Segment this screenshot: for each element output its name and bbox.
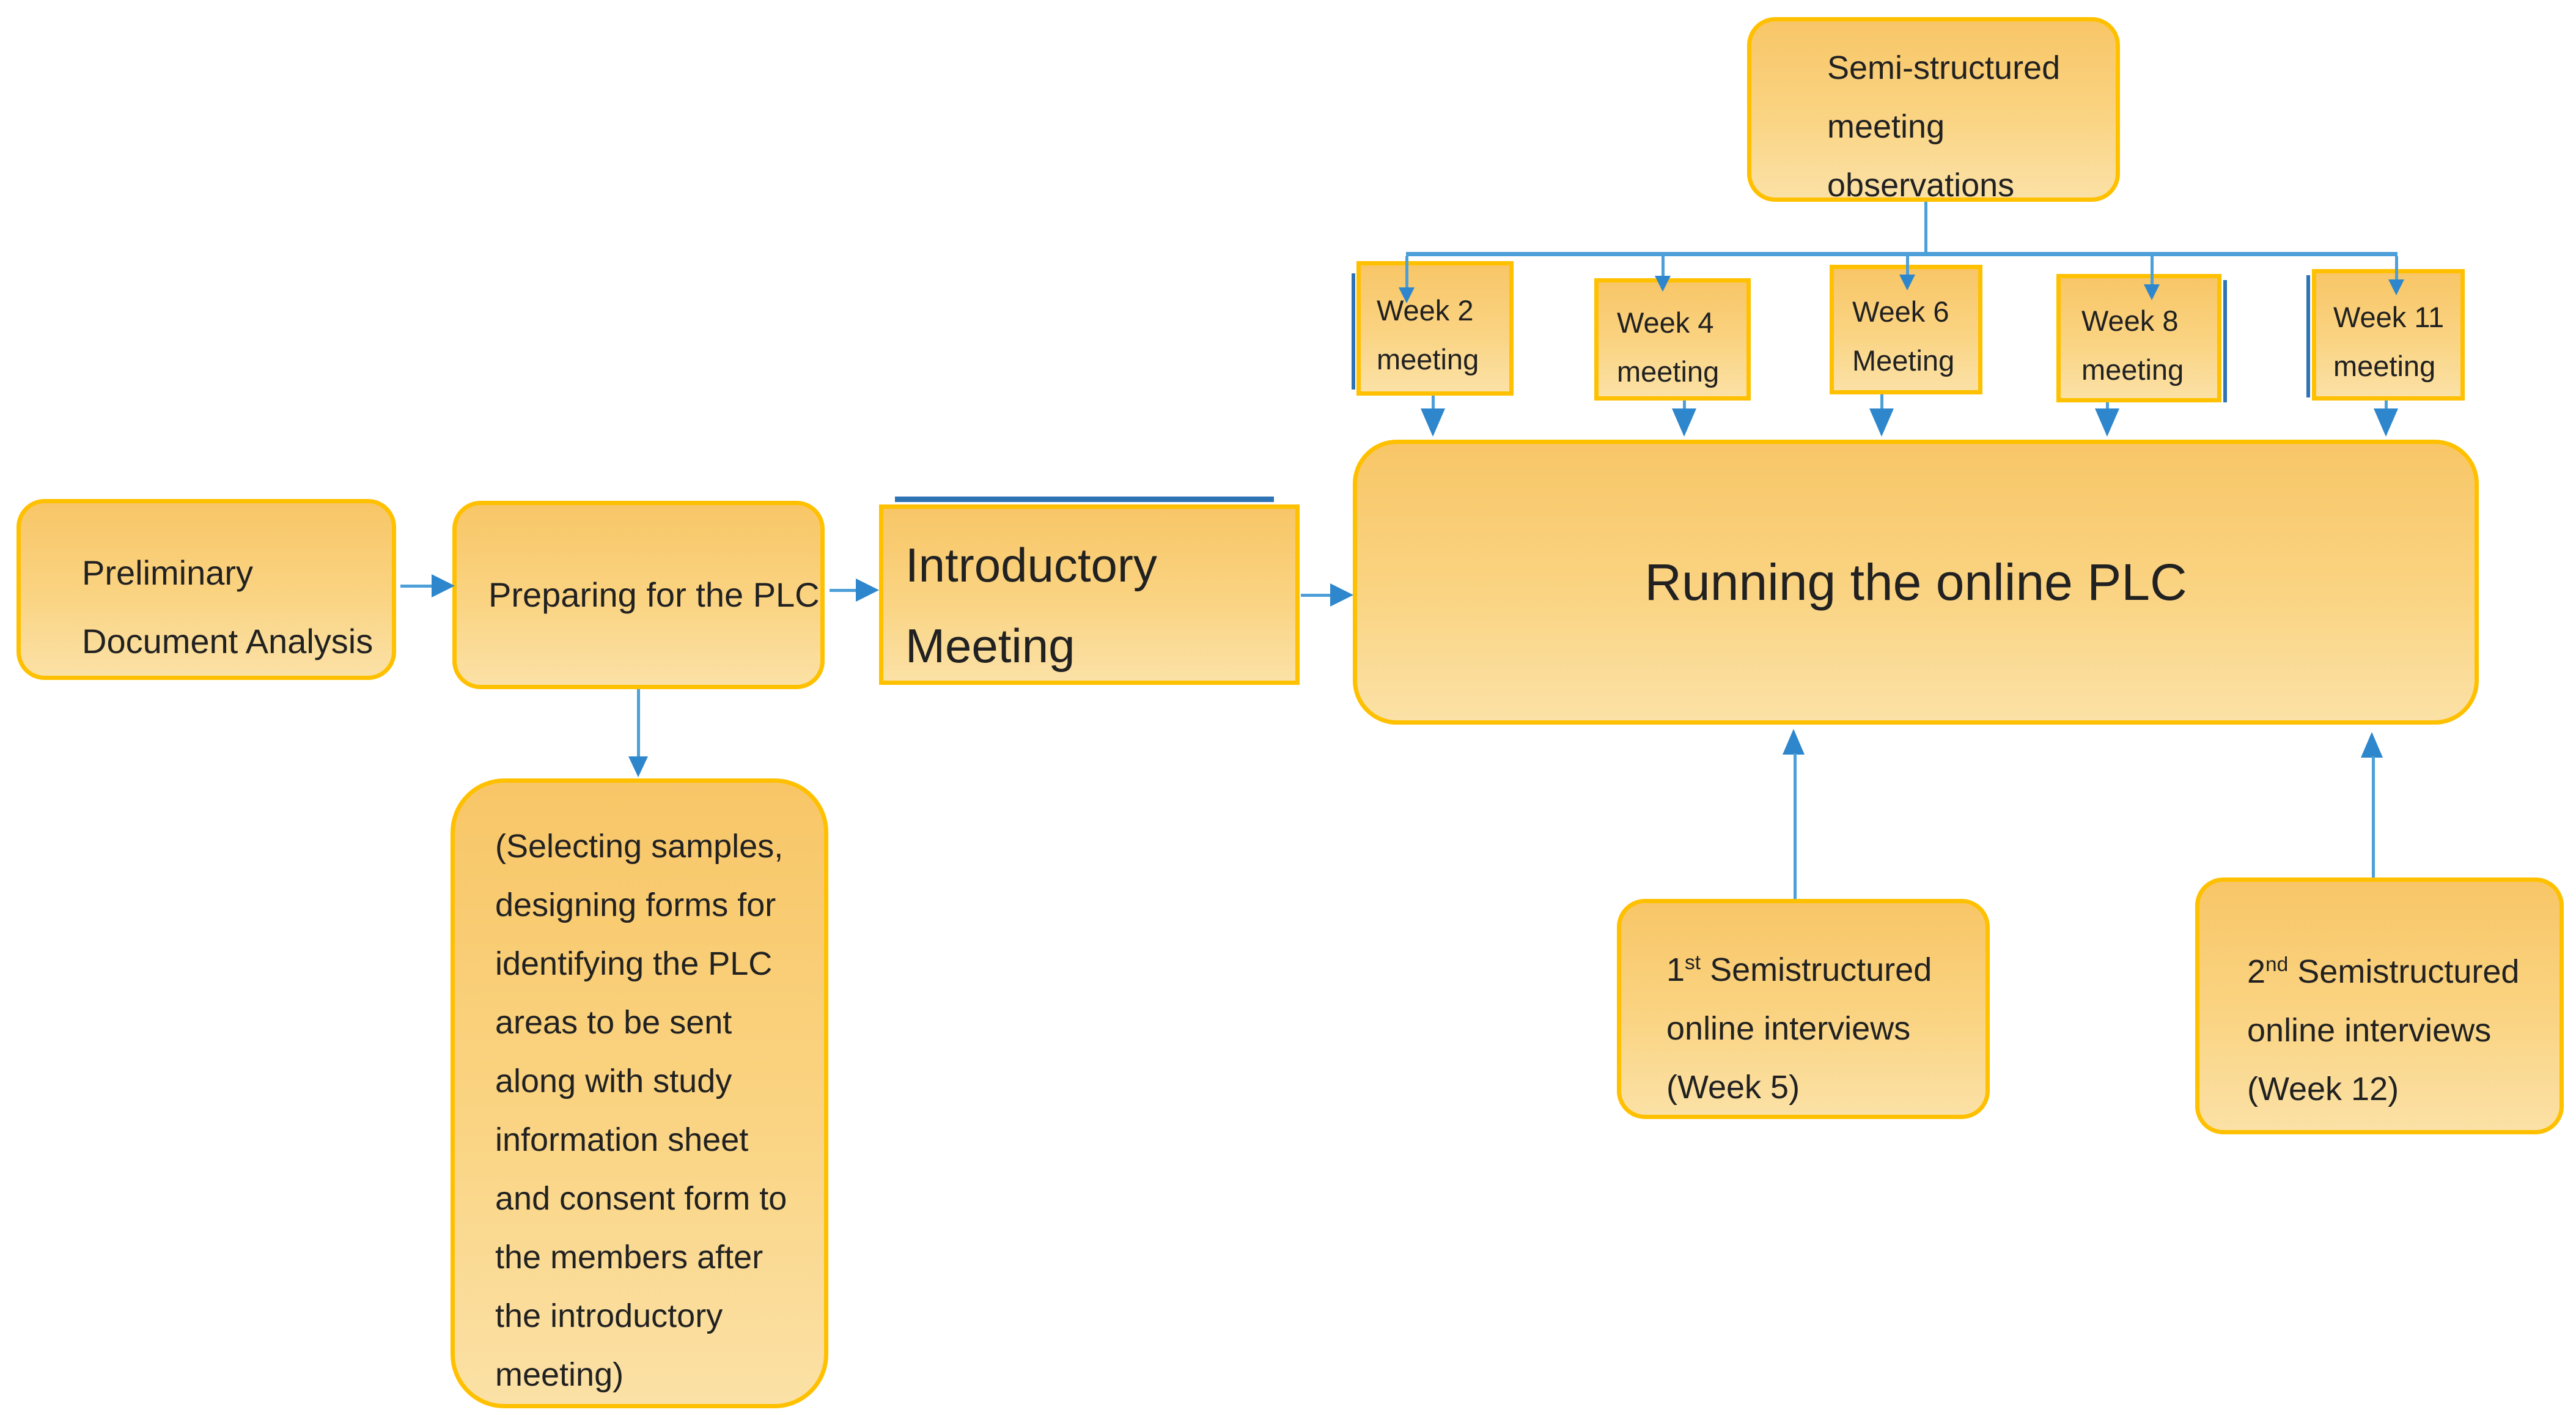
box-week-4-meeting: Week 4 meeting bbox=[1594, 278, 1751, 401]
selecting-line-7: and consent form to bbox=[495, 1180, 787, 1217]
box-week-8-meeting: Week 8 meeting bbox=[2056, 274, 2221, 402]
introductory-line2: Meeting bbox=[905, 619, 1075, 673]
box-meeting-observations: Semi-structured meeting observations bbox=[1747, 17, 2120, 204]
arrowhead-week6-to-running bbox=[1869, 408, 1894, 437]
week-6-line2: Meeting bbox=[1852, 344, 1955, 377]
selecting-line-9: the introductory bbox=[495, 1298, 723, 1334]
box-preparing-for-the-plc: Preparing for the PLC bbox=[452, 501, 825, 689]
arrowhead-down-week2 bbox=[1399, 287, 1415, 303]
week-8-right-accent bbox=[2223, 280, 2227, 402]
introductory-top-accent-line bbox=[895, 497, 1274, 502]
arrowhead-interviews2-to-running bbox=[2361, 732, 2383, 758]
selecting-line-5: along with study bbox=[495, 1063, 732, 1099]
interviews2-line1: 2nd Semistructured bbox=[2247, 936, 2553, 1001]
selecting-line-3: identifying the PLC bbox=[495, 945, 773, 982]
arrowhead-week8-to-running bbox=[2095, 408, 2119, 437]
week-2-left-accent bbox=[1352, 273, 1355, 390]
connector-week8-to-running bbox=[2106, 402, 2109, 411]
arrowhead-week4-to-running bbox=[1672, 408, 1696, 437]
connector-horizontal-bus bbox=[1406, 252, 2398, 256]
interviews1-line2: online interviews bbox=[1666, 1010, 1911, 1047]
box-introductory-meeting: Introductory Meeting bbox=[879, 504, 1300, 685]
connector-drop-week11 bbox=[2395, 256, 2398, 281]
connector-interviews2-to-running bbox=[2372, 756, 2375, 877]
arrowhead-introductory-to-running bbox=[1330, 583, 1353, 607]
box-week-2-meeting: Week 2 meeting bbox=[1356, 261, 1514, 396]
interviews1-line1: 1st Semistructured bbox=[1666, 934, 1979, 999]
interviews2-line3: (Week 12) bbox=[2247, 1071, 2399, 1107]
connector-observations-stub bbox=[1924, 202, 1927, 254]
connector-drop-week2 bbox=[1405, 256, 1408, 289]
arrowhead-down-week6 bbox=[1899, 275, 1915, 290]
connector-week11-to-running bbox=[2385, 401, 2388, 411]
arrowhead-preparing-to-note bbox=[628, 756, 648, 777]
connector-preparing-to-introductory bbox=[830, 589, 857, 592]
arrowhead-week2-to-running bbox=[1421, 408, 1445, 437]
connector-preliminary-to-preparing bbox=[400, 585, 434, 588]
introductory-line1: Introductory bbox=[905, 538, 1157, 592]
connector-drop-week6 bbox=[1906, 256, 1909, 276]
week-2-line2: meeting bbox=[1377, 343, 1479, 375]
connector-week6-to-running bbox=[1880, 394, 1883, 411]
week-6-line1: Week 6 bbox=[1852, 295, 1949, 328]
arrowhead-interviews1-to-running bbox=[1783, 729, 1805, 755]
interviews1-ordinal-suffix: st bbox=[1685, 951, 1701, 974]
interviews1-ordinal: 1 bbox=[1666, 951, 1685, 988]
connector-preparing-to-note bbox=[637, 689, 640, 758]
selecting-line-2: designing forms for bbox=[495, 887, 776, 923]
connector-drop-week4 bbox=[1662, 256, 1665, 277]
connector-interviews1-to-running bbox=[1794, 753, 1797, 899]
connector-week2-to-running bbox=[1432, 396, 1435, 411]
week-4-line2: meeting bbox=[1617, 355, 1720, 388]
arrowhead-preliminary-to-preparing bbox=[432, 574, 455, 597]
preparing-label: Preparing for the PLC bbox=[488, 575, 820, 614]
week-8-line1: Week 8 bbox=[2081, 305, 2179, 337]
arrowhead-down-week11 bbox=[2388, 279, 2404, 295]
week-11-line1: Week 11 bbox=[2333, 301, 2445, 333]
week-11-line2: meeting bbox=[2333, 350, 2436, 382]
observations-line1: Semi-structured bbox=[1827, 50, 2061, 86]
connector-introductory-to-running bbox=[1301, 594, 1331, 597]
week-11-left-accent bbox=[2306, 275, 2310, 397]
arrowhead-week11-to-running bbox=[2374, 408, 2398, 437]
week-8-line2: meeting bbox=[2081, 353, 2184, 386]
arrowhead-down-week8 bbox=[2144, 284, 2160, 300]
box-preliminary-document-analysis: Preliminary Document Analysis bbox=[17, 499, 396, 680]
interviews2-ordinal-suffix: nd bbox=[2265, 953, 2289, 976]
box-second-semistructured-interviews: 2nd Semistructured online interviews (We… bbox=[2195, 877, 2564, 1134]
week-2-line1: Week 2 bbox=[1377, 294, 1474, 327]
box-selecting-samples-note: (Selecting samples, designing forms for … bbox=[451, 778, 828, 1408]
week-4-line1: Week 4 bbox=[1617, 306, 1714, 339]
interviews2-line1-rest: Semistructured bbox=[2288, 953, 2520, 990]
running-label: Running the online PLC bbox=[1644, 553, 2187, 611]
box-running-the-online-plc: Running the online PLC bbox=[1353, 440, 2479, 725]
observations-line2: meeting bbox=[1827, 108, 1945, 145]
box-week-11-meeting: Week 11 meeting bbox=[2312, 269, 2465, 401]
selecting-line-10: meeting) bbox=[495, 1356, 624, 1393]
box-first-semistructured-interviews: 1st Semistructured online interviews (We… bbox=[1617, 899, 1990, 1119]
selecting-line-4: areas to be sent bbox=[495, 1004, 732, 1041]
connector-drop-week8 bbox=[2151, 256, 2154, 286]
interviews1-line1-rest: Semistructured bbox=[1701, 951, 1932, 988]
interviews2-line2: online interviews bbox=[2247, 1012, 2492, 1049]
selecting-line-8: the members after bbox=[495, 1239, 764, 1276]
arrowhead-down-week4 bbox=[1655, 276, 1671, 292]
preliminary-line2: Document Analysis bbox=[82, 622, 374, 660]
selecting-line-1: (Selecting samples, bbox=[495, 828, 784, 865]
connector-week4-to-running bbox=[1683, 401, 1686, 411]
interviews2-ordinal: 2 bbox=[2247, 953, 2266, 990]
preliminary-line1: Preliminary bbox=[82, 553, 254, 592]
interviews1-line3: (Week 5) bbox=[1666, 1069, 1800, 1106]
arrowhead-preparing-to-introductory bbox=[856, 578, 879, 602]
selecting-line-6: information sheet bbox=[495, 1121, 749, 1158]
observations-line3: observations bbox=[1827, 167, 2015, 204]
